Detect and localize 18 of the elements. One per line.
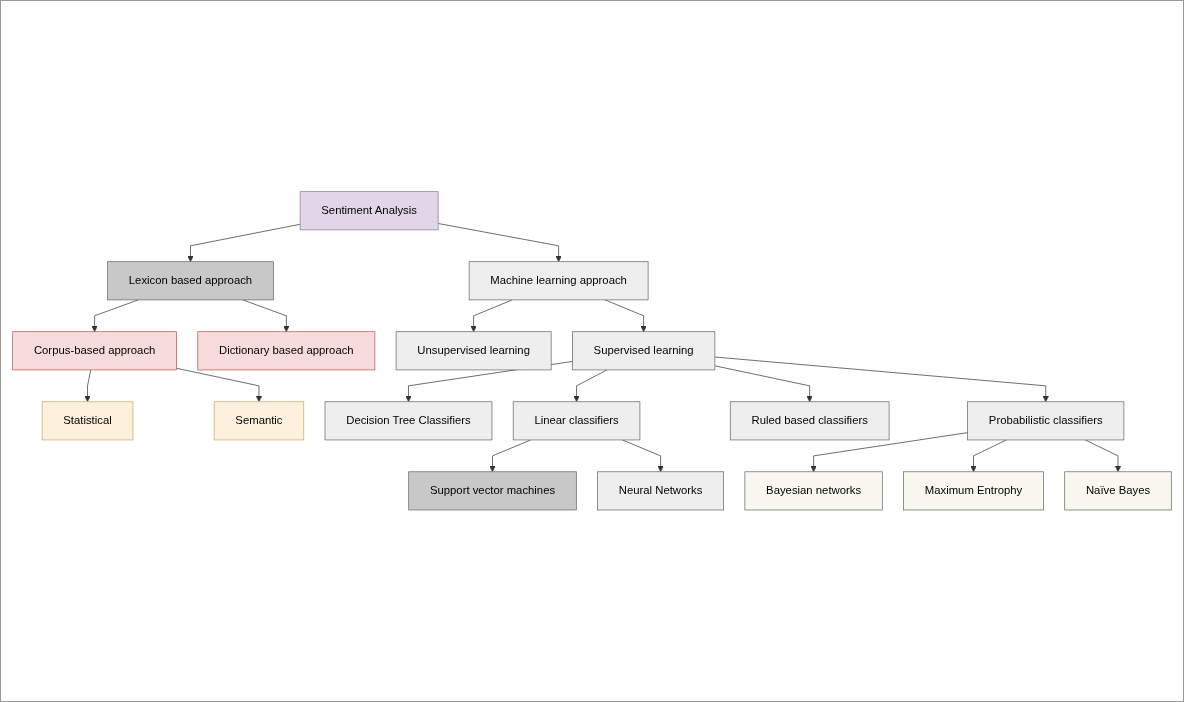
node-box: Linear classifiers — [512, 401, 641, 441]
node-box: Supervised learning — [572, 331, 716, 371]
node-box: Maximum Entrophy — [903, 471, 1044, 511]
node-box: Naïve Bayes — [1064, 471, 1172, 511]
node-box: Lexicon based approach — [107, 261, 274, 301]
node-box: Support vector machines — [408, 471, 577, 511]
node-box: Corpus-based approach — [12, 331, 177, 371]
node-box: Neural Networks — [597, 471, 724, 511]
node-box: Bayesian networks — [744, 471, 883, 511]
node-box: Probabilistic classifiers — [967, 401, 1125, 441]
node-box: Decision Tree Classifiers — [324, 401, 493, 441]
node-box: Sentiment Analysis — [299, 191, 439, 231]
node-box: Statistical — [41, 401, 134, 441]
node-box: Semantic — [213, 401, 305, 441]
node-box: Dictionary based approach — [197, 331, 376, 371]
node-box: Ruled based classifiers — [729, 401, 890, 441]
node-box: Machine learning approach — [468, 261, 649, 301]
node-box: Unsupervised learning — [395, 331, 552, 371]
